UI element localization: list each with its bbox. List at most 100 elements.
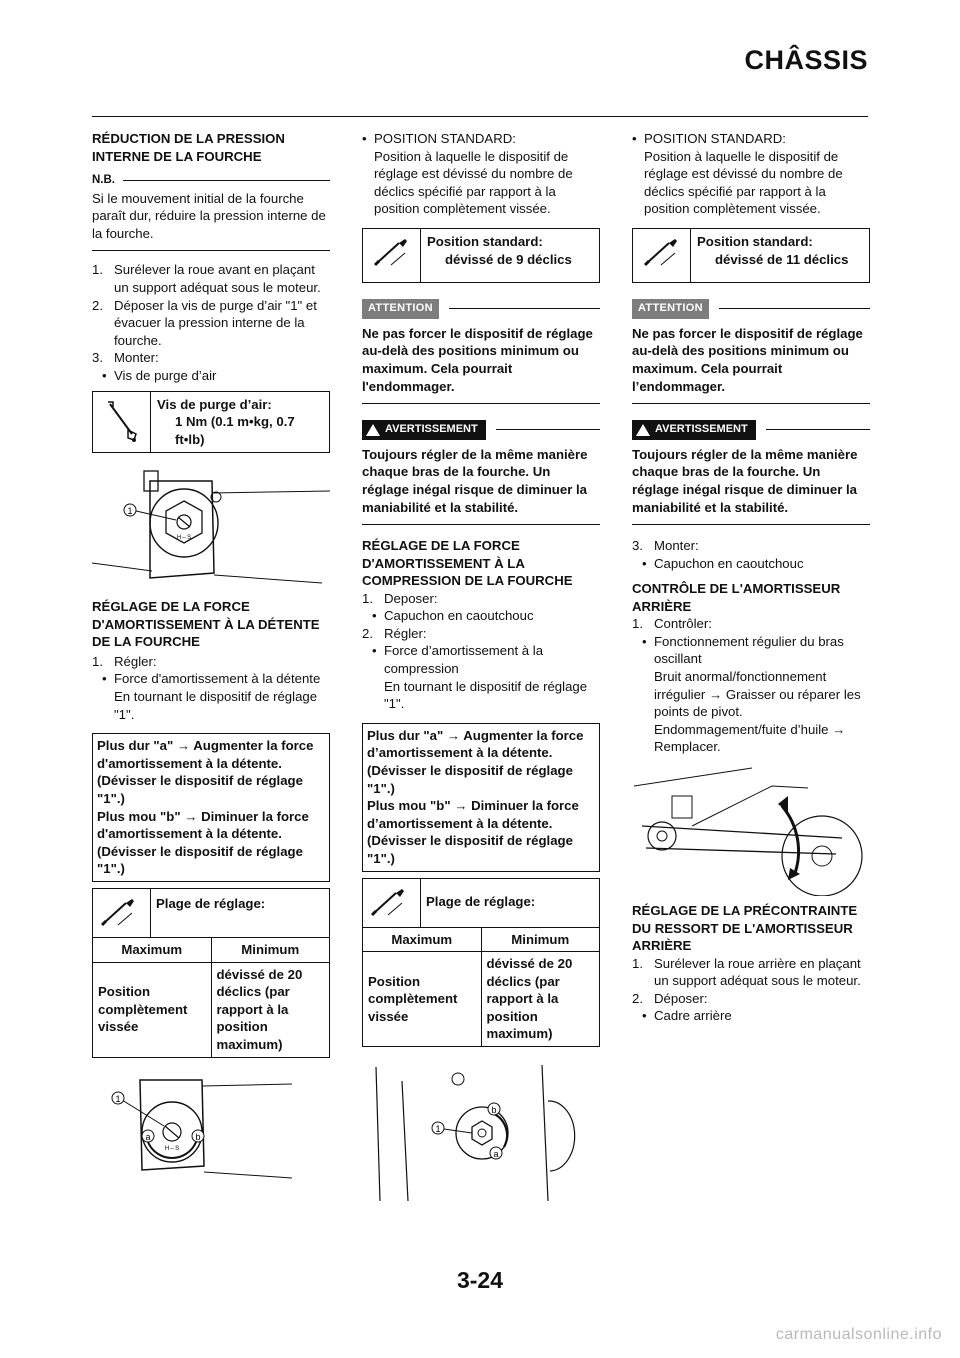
note-divider — [92, 250, 330, 252]
warning-icon — [636, 423, 650, 436]
step-item: 1. Régler: — [92, 653, 330, 671]
bullet-detail: Bruit anormal/fonctionnement irrégulier … — [654, 669, 861, 755]
bullet-dot: • — [372, 643, 377, 659]
screwdriver-icon — [370, 888, 404, 916]
adjustment-soft: Plus mou "b" → Diminuer la force d'amort… — [97, 808, 309, 877]
step-number: 1. — [92, 262, 103, 278]
caution-text: Ne pas forcer le dispositif de réglage a… — [362, 325, 593, 394]
step-item: 1.Surélever la roue arrière en plaçant u… — [632, 955, 870, 990]
callout-1: 1 — [115, 1094, 120, 1104]
bullet-title: Fonctionnement régulier du bras oscillan… — [654, 633, 844, 667]
spec-title: Position standard: — [427, 233, 543, 249]
bullet-text: Capuchon en caoutchouc — [654, 555, 804, 571]
step-text: Déposer la vis de purge d’air "1" et éva… — [114, 297, 317, 348]
bullet-title: POSITION STANDARD: — [644, 131, 786, 146]
bullet-text: Capuchon en caoutchouc — [384, 608, 534, 624]
direction-mark: H⇔S — [165, 1146, 179, 1152]
bullet-dot: • — [372, 608, 377, 624]
screwdriver-icon — [363, 228, 421, 283]
adjustment-hard: Plus dur "a" → Augmenter la force d'amor… — [97, 738, 314, 806]
note-heading: N.B. — [92, 172, 330, 190]
callout-a: a — [493, 1149, 498, 1159]
spec-value: dévissé de 11 déclics — [715, 251, 849, 267]
bullet-dot: • — [642, 1008, 647, 1024]
page-number: 3-24 — [456, 1267, 504, 1293]
step-item: 2.Déposer: — [632, 990, 870, 1008]
range-title: Plage de réglage: — [156, 895, 266, 911]
screwdriver-icon — [100, 898, 134, 926]
warning-text: Toujours régler de la même manière chaqu… — [632, 446, 858, 515]
swingarm-figure — [633, 767, 863, 897]
callout-b: b — [491, 1105, 496, 1115]
step-text: Régler: — [384, 625, 427, 641]
step-item: 1.Deposer: — [362, 590, 600, 608]
note-text: Si le mouvement initial de la fourche pa… — [92, 190, 326, 241]
column-2: •POSITION STANDARD:Position à laquelle l… — [362, 130, 600, 1207]
callout-1: 1 — [435, 1124, 440, 1134]
bullet-dot: • — [642, 633, 647, 649]
step-number: 1. — [632, 616, 643, 632]
step-text: Déposer: — [654, 990, 708, 1006]
caution-divider — [362, 403, 600, 405]
section-heading: RÉGLAGE DE LA FORCE D'AMORTISSEMENT À LA… — [362, 538, 573, 589]
section-heading: RÉGLAGE DE LA FORCE D'AMORTISSEMENT À LA… — [92, 599, 320, 650]
screwdriver-icon — [633, 228, 691, 283]
callout-1: 1 — [127, 506, 132, 516]
warning-divider — [362, 524, 600, 526]
bullet-detail: En tournant le dispositif de réglage "1"… — [384, 678, 588, 712]
caution-heading: ATTENTION — [632, 299, 870, 319]
standard-position-box: Position standard: dévissé de 9 déclics — [362, 227, 600, 284]
caution-divider — [632, 403, 870, 405]
step-text: Monter: — [114, 350, 159, 366]
step-text: Contrôler: — [654, 616, 712, 632]
range-min-label: Minimum — [210, 937, 330, 962]
header-rule — [92, 116, 868, 117]
step-item: 3. Monter: — [92, 349, 330, 367]
bullet-text: Vis de purge d’air — [114, 367, 217, 383]
step-number: 3. — [92, 350, 103, 366]
step-number: 3. — [632, 538, 643, 554]
callout-b: b — [195, 1132, 200, 1142]
adjustment-icon-cell — [363, 878, 421, 927]
step-text: Surélever la roue arrière en plaçant un … — [654, 955, 861, 989]
bullet-detail: En tournant le dispositif de réglage "1"… — [114, 689, 318, 722]
range-min-label: Minimum — [480, 927, 600, 952]
bullet-item: • Fonctionnement régulier du bras oscilla… — [632, 633, 870, 756]
standard-position-box: Position standard: dévissé de 11 déclics — [632, 227, 870, 284]
torque-spec-box: Vis de purge d’air: 1 Nm (0.1 m•kg, 0.7 … — [92, 390, 330, 454]
bullet-text: POSITION STANDARD: Position à laquelle le… — [644, 130, 870, 218]
spec-title: Position standard: — [697, 233, 813, 249]
spec-value: 1 Nm (0.1 m•kg, 0.7 ft•lb) — [175, 414, 295, 447]
warning-heading: AVERTISSEMENT — [362, 420, 600, 440]
caution-heading: ATTENTION — [362, 299, 600, 319]
bullet-detail: Position à laquelle le dispositif de rég… — [644, 148, 843, 217]
warning-heading: AVERTISSEMENT — [632, 420, 870, 440]
warning-text: Toujours régler de la même manière chaqu… — [362, 446, 588, 515]
bullet-title: Force d’amortissement à la compression — [384, 643, 544, 676]
step-number: 1. — [92, 653, 103, 669]
caution-text: Ne pas forcer le dispositif de réglage a… — [632, 325, 863, 394]
section-heading: CONTRÔLE DE L'AMORTISSEUR ARRIÈRE — [632, 581, 841, 614]
compression-adjuster-figure: 1 b a — [375, 1065, 576, 1202]
step-item: 1. Contrôler: — [632, 615, 870, 633]
bullet-title: POSITION STANDARD: — [374, 131, 516, 146]
spec-value: dévissé de 9 déclics — [445, 251, 572, 267]
bullet-item: •Vis de purge d’air — [92, 367, 330, 385]
range-min-value: dévissé de 20 déclics (par rapport à la … — [480, 952, 600, 1047]
spec-title: Vis de purge d’air: — [157, 396, 272, 412]
adjustment-icon-cell — [93, 888, 151, 937]
section-heading: RÉDUCTION DE LA PRESSION INTERNE DE LA F… — [92, 131, 285, 164]
step-item: 2. Déposer la vis de purge d’air "1" et é… — [92, 297, 330, 350]
range-title: Plage de réglage: — [426, 893, 536, 909]
note-label: N.B. — [92, 174, 115, 186]
step-text: Régler: — [114, 653, 157, 669]
step-number: 2. — [92, 297, 103, 313]
column-3: • POSITION STANDARD: Position à laquelle l… — [632, 130, 870, 1025]
direction-mark: H⇔S — [177, 535, 191, 541]
callout-a: a — [145, 1132, 150, 1142]
adjustment-box: Plus dur "a" → Augmenter la force d’amor… — [362, 722, 600, 872]
